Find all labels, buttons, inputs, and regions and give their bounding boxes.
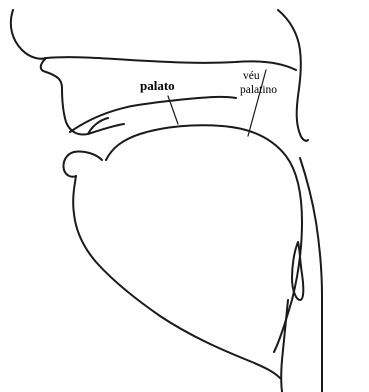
nasal-cavity-floor <box>46 57 296 70</box>
chin-jaw-outline <box>73 176 280 378</box>
face-profile-outline <box>11 10 124 135</box>
palato-label: palato <box>140 78 175 93</box>
tongue-surface <box>106 125 302 352</box>
throat-front-outline <box>281 300 288 392</box>
hard-palate-outline <box>70 97 236 132</box>
lower-lip-outline <box>63 151 102 176</box>
palatino-label: palatino <box>240 84 277 96</box>
pharyngeal-wall-outline <box>300 158 322 392</box>
veu-label: véu <box>243 70 260 82</box>
nasopharynx-wall <box>278 10 308 141</box>
